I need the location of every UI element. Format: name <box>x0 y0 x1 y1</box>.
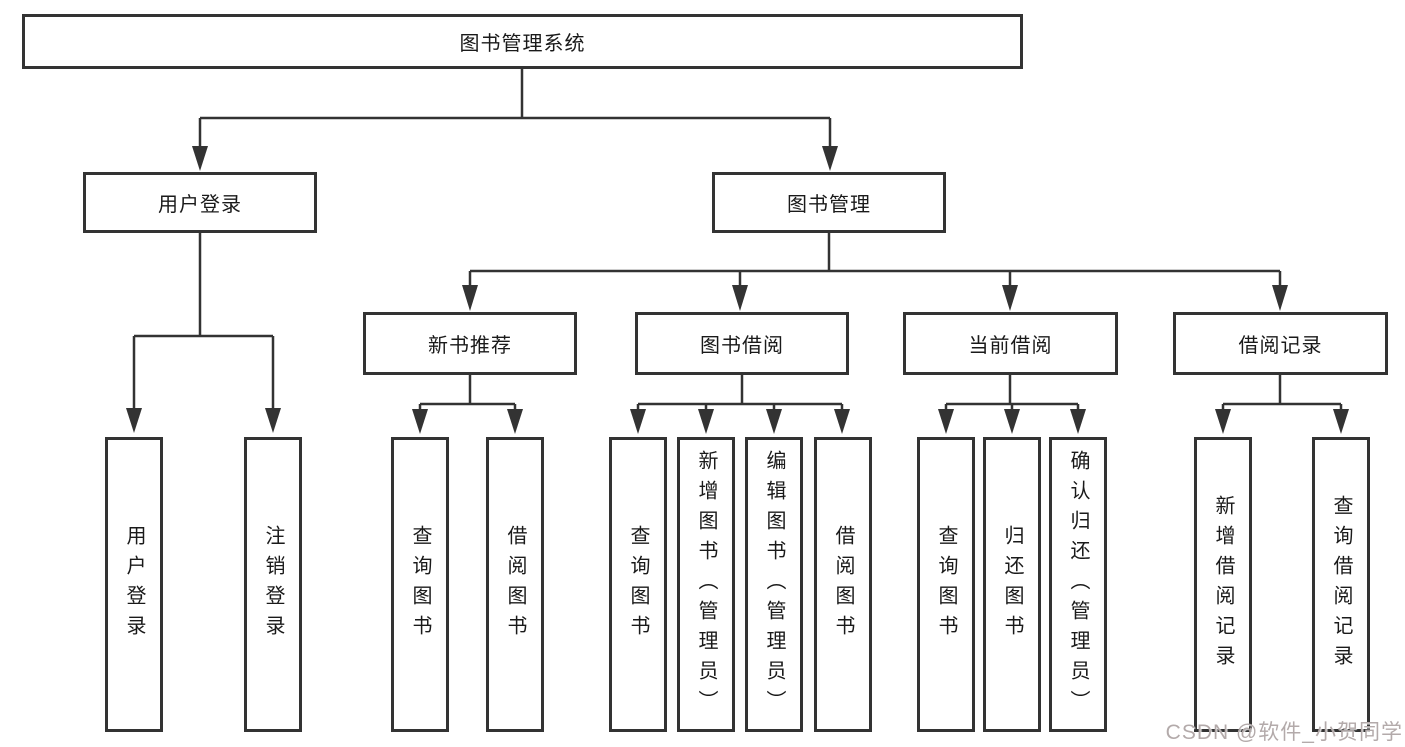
leaf-query-borrow-record-label: 查询借阅记录 <box>1330 494 1352 675</box>
leaf-query-books-recommend-label: 查询图书 <box>409 524 431 645</box>
leaf-edit-book-admin: 编辑图书（管理员） <box>745 437 803 732</box>
leaf-query-books-borrow-label: 查询图书 <box>627 524 649 645</box>
node-current-borrow-label: 当前借阅 <box>968 335 1053 357</box>
node-book-borrow: 图书借阅 <box>635 312 849 375</box>
node-book-borrow-label: 图书借阅 <box>700 335 784 357</box>
leaf-query-books-current-label: 查询图书 <box>935 524 957 645</box>
node-borrow-records-label: 借阅记录 <box>1238 335 1323 357</box>
leaf-query-books-borrow: 查询图书 <box>609 437 667 732</box>
connector-current-borrow-branch <box>944 375 1080 409</box>
leaf-user-login: 用户登录 <box>105 437 163 732</box>
connector-borrow-records-branch <box>1221 375 1343 409</box>
connector-user-login-branch <box>132 233 275 408</box>
leaf-borrow-books-recommend: 借阅图书 <box>486 437 544 732</box>
connector-new-book-recommend-branch <box>418 375 517 409</box>
connector-book-borrow-arrowheads <box>630 409 850 434</box>
connector-borrow-records-arrowheads <box>1215 409 1349 434</box>
leaf-add-borrow-record: 新增借阅记录 <box>1194 437 1252 732</box>
leaf-add-book-admin: 新增图书（管理员） <box>677 437 735 732</box>
leaf-confirm-return-admin-label: 确认归还（管理员） <box>1067 449 1089 720</box>
connector-book-management-branch <box>468 233 1282 285</box>
connector-root-arrowheads <box>192 146 838 171</box>
leaf-query-books-current: 查询图书 <box>917 437 975 732</box>
leaf-return-book: 归还图书 <box>983 437 1041 732</box>
leaf-edit-book-admin-label: 编辑图书（管理员） <box>763 449 785 720</box>
node-root-label: 图书管理系统 <box>459 33 586 55</box>
leaf-confirm-return-admin: 确认归还（管理员） <box>1049 437 1107 732</box>
leaf-logout-label: 注销登录 <box>262 524 284 645</box>
node-book-management-label: 图书管理 <box>787 194 871 216</box>
leaf-user-login-label: 用户登录 <box>123 524 145 645</box>
leaf-add-book-admin-label: 新增图书（管理员） <box>695 449 717 720</box>
node-new-book-recommend-label: 新书推荐 <box>428 335 512 357</box>
watermark-text: CSDN @软件_小贺同学 <box>1165 721 1403 744</box>
node-root: 图书管理系统 <box>22 14 1023 69</box>
node-book-management: 图书管理 <box>712 172 946 233</box>
node-new-book-recommend: 新书推荐 <box>363 312 577 375</box>
node-borrow-records: 借阅记录 <box>1173 312 1388 375</box>
leaf-query-borrow-record: 查询借阅记录 <box>1312 437 1370 732</box>
leaf-borrow-books-recommend-label: 借阅图书 <box>504 524 526 645</box>
leaf-borrow-books-2-label: 借阅图书 <box>832 524 854 645</box>
node-current-borrow: 当前借阅 <box>903 312 1118 375</box>
connector-root-to-level2 <box>198 69 832 146</box>
connector-book-borrow-branch <box>636 375 844 409</box>
connector-new-book-recommend-arrowheads <box>412 409 523 434</box>
leaf-query-books-recommend: 查询图书 <box>391 437 449 732</box>
node-user-login-label: 用户登录 <box>158 194 242 216</box>
leaf-add-borrow-record-label: 新增借阅记录 <box>1212 494 1234 675</box>
connector-current-borrow-arrowheads <box>938 409 1086 434</box>
leaf-borrow-books-2: 借阅图书 <box>814 437 872 732</box>
connector-user-login-arrowheads <box>126 408 281 433</box>
node-user-login: 用户登录 <box>83 172 317 233</box>
leaf-logout: 注销登录 <box>244 437 302 732</box>
leaf-return-book-label: 归还图书 <box>1001 524 1023 645</box>
connector-book-management-arrowheads <box>462 285 1288 311</box>
